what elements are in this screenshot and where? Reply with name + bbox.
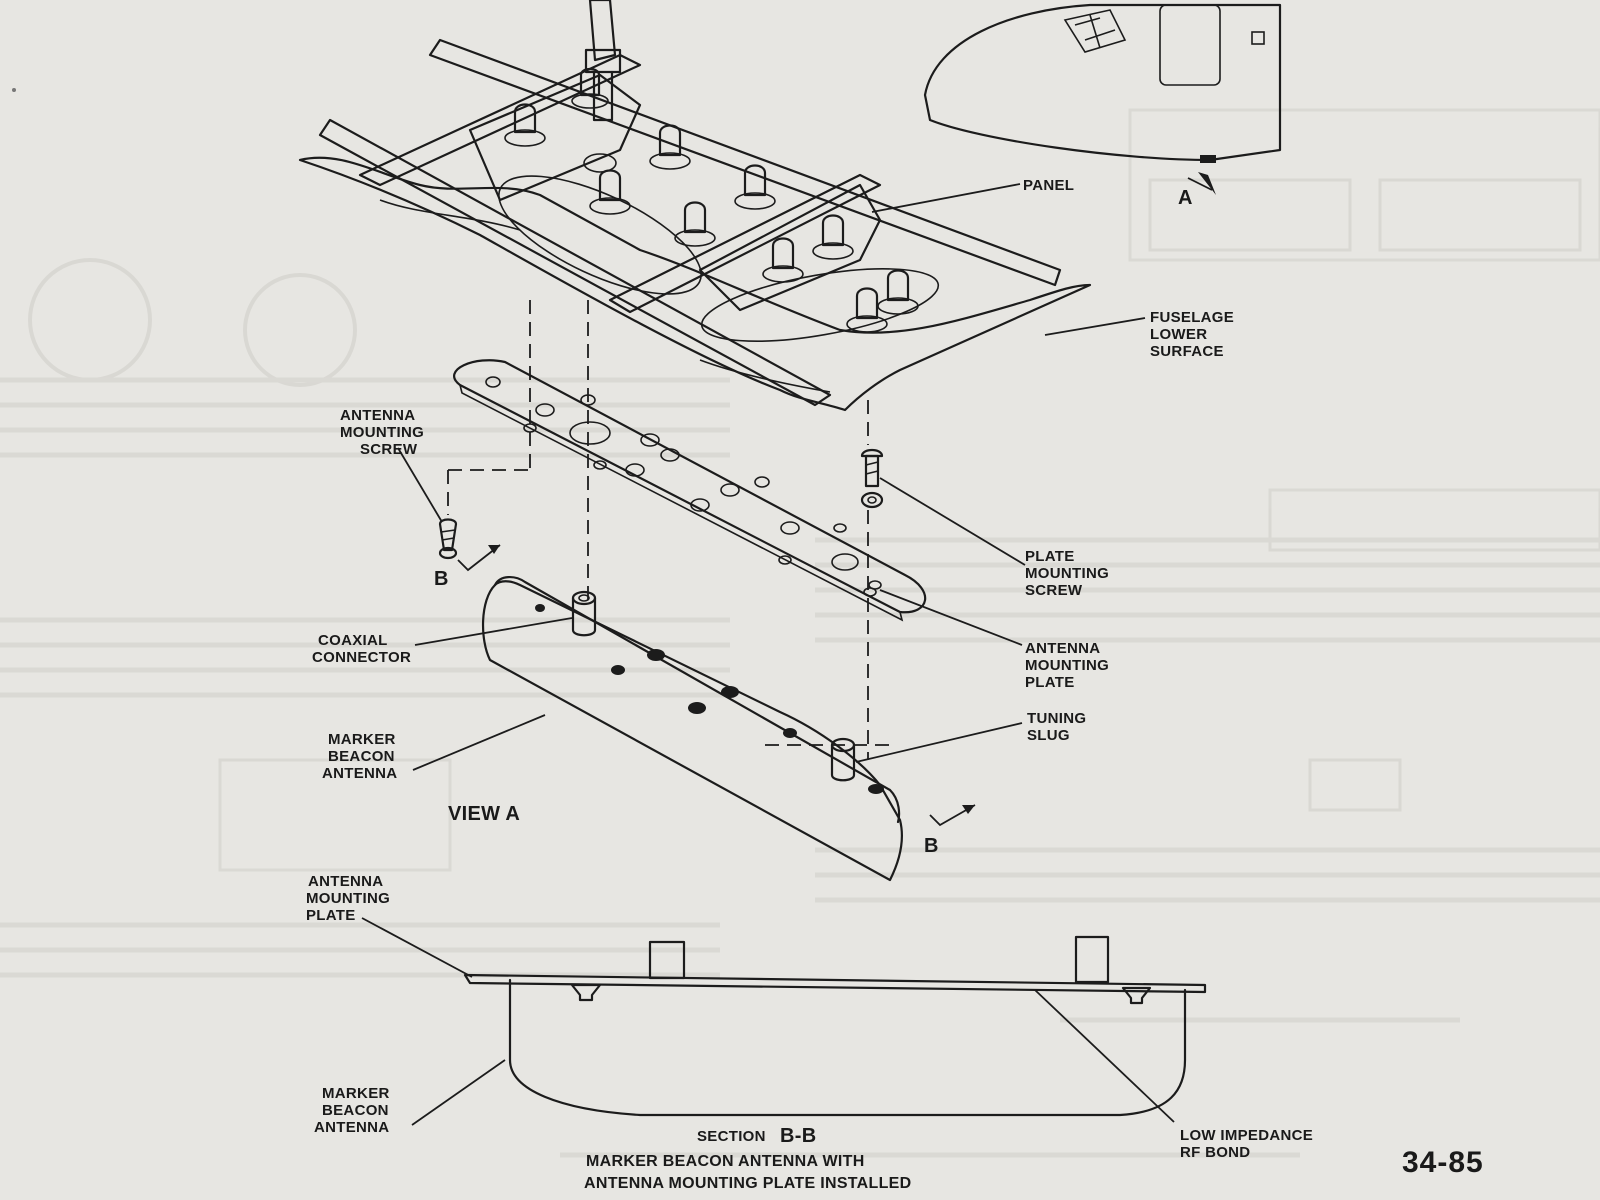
label-ams-line3: SCREW <box>360 441 418 458</box>
tuning-slug <box>830 737 856 782</box>
label-samp-line2: MOUNTING <box>306 890 390 907</box>
marker-beacon-antenna-body <box>482 576 904 882</box>
label-pms-line3: SCREW <box>1025 582 1083 599</box>
antenna-mounting-screw <box>438 518 458 560</box>
plate-mounting-screw <box>860 448 884 509</box>
coaxial-connector <box>571 590 597 637</box>
page-speck <box>12 88 16 92</box>
label-amp-line2: MOUNTING <box>1025 657 1109 674</box>
section-b-b-drawing <box>463 935 1207 1117</box>
label-pms-line2: MOUNTING <box>1025 565 1109 582</box>
aircraft-nose-view: A <box>923 3 1282 209</box>
view-a-callout: A <box>1178 187 1193 209</box>
antenna-holes <box>535 604 884 794</box>
b-callout-right: B <box>924 835 939 857</box>
label-smba-line1: MARKER <box>322 1085 390 1102</box>
label-fuselage-line1: FUSELAGE <box>1150 309 1234 326</box>
label-pms-line1: PLATE <box>1025 548 1075 565</box>
label-amp-line1: ANTENNA <box>1025 640 1100 657</box>
label-tuning-slug: TUNING SLUG <box>1027 710 1086 744</box>
label-coax-line1: COAXIAL <box>318 632 388 649</box>
label-section-antenna-mounting-plate: ANTENNA MOUNTING PLATE <box>306 873 390 924</box>
callout-labels: PANEL FUSELAGE LOWER SURFACE ANTENNA MOU… <box>306 177 1313 1161</box>
antenna-mounting-plate <box>438 359 927 622</box>
label-fuselage-line3: SURFACE <box>1150 343 1224 360</box>
label-samp-line1: ANTENNA <box>308 873 383 890</box>
label-fuselage-line2: LOWER <box>1150 326 1207 343</box>
label-ams-line1: ANTENNA <box>340 407 415 424</box>
label-rf-line1: LOW IMPEDANCE <box>1180 1127 1313 1144</box>
alignment-lines <box>447 300 890 760</box>
leader-lines <box>361 183 1175 1126</box>
section-b-b-title: SECTION B-B MARKER BEACON ANTENNA WITH A… <box>584 1125 912 1192</box>
fuselage-panel-assembly <box>298 0 1092 412</box>
label-antenna-mounting-plate: ANTENNA MOUNTING PLATE <box>1025 640 1109 691</box>
section-caption-line1: MARKER BEACON ANTENNA WITH <box>586 1153 865 1170</box>
label-amp-line3: PLATE <box>1025 674 1075 691</box>
label-marker-beacon-antenna: MARKER BEACON ANTENNA <box>322 731 397 782</box>
label-section-marker-beacon-antenna: MARKER BEACON ANTENNA <box>314 1085 390 1136</box>
label-ams-line2: MOUNTING <box>340 424 424 441</box>
bleed-through-background <box>0 108 1600 1158</box>
plate-holes <box>485 376 882 597</box>
page-number: 34-85 <box>1402 1146 1484 1179</box>
label-antenna-mounting-screw: ANTENNA MOUNTING SCREW <box>340 407 424 458</box>
label-low-impedance-rf-bond: LOW IMPEDANCE RF BOND <box>1180 1127 1313 1161</box>
label-mba-line3: ANTENNA <box>322 765 397 782</box>
label-coax-line2: CONNECTOR <box>312 649 411 666</box>
label-mba-line2: BEACON <box>328 748 395 765</box>
label-slug-line2: SLUG <box>1027 727 1070 744</box>
section-caption-line2: ANTENNA MOUNTING PLATE INSTALLED <box>584 1175 912 1192</box>
label-plate-mounting-screw: PLATE MOUNTING SCREW <box>1025 548 1109 599</box>
b-callout-left: B <box>434 568 449 590</box>
label-coaxial-connector: COAXIAL CONNECTOR <box>312 632 411 666</box>
section-b-arrows: B B <box>434 544 976 857</box>
label-rf-line2: RF BOND <box>1180 1144 1250 1161</box>
label-mba-line1: MARKER <box>328 731 396 748</box>
section-heading-ref: B-B <box>780 1125 816 1147</box>
label-samp-line3: PLATE <box>306 907 356 924</box>
view-a-label: VIEW A <box>448 803 520 825</box>
section-heading-word: SECTION <box>697 1128 766 1145</box>
label-smba-line3: ANTENNA <box>314 1119 389 1136</box>
label-slug-line1: TUNING <box>1027 710 1086 727</box>
label-panel: PANEL <box>1023 177 1074 194</box>
label-smba-line2: BEACON <box>322 1102 389 1119</box>
label-fuselage-lower-surface: FUSELAGE LOWER SURFACE <box>1150 309 1234 360</box>
panel-studs <box>504 67 919 333</box>
